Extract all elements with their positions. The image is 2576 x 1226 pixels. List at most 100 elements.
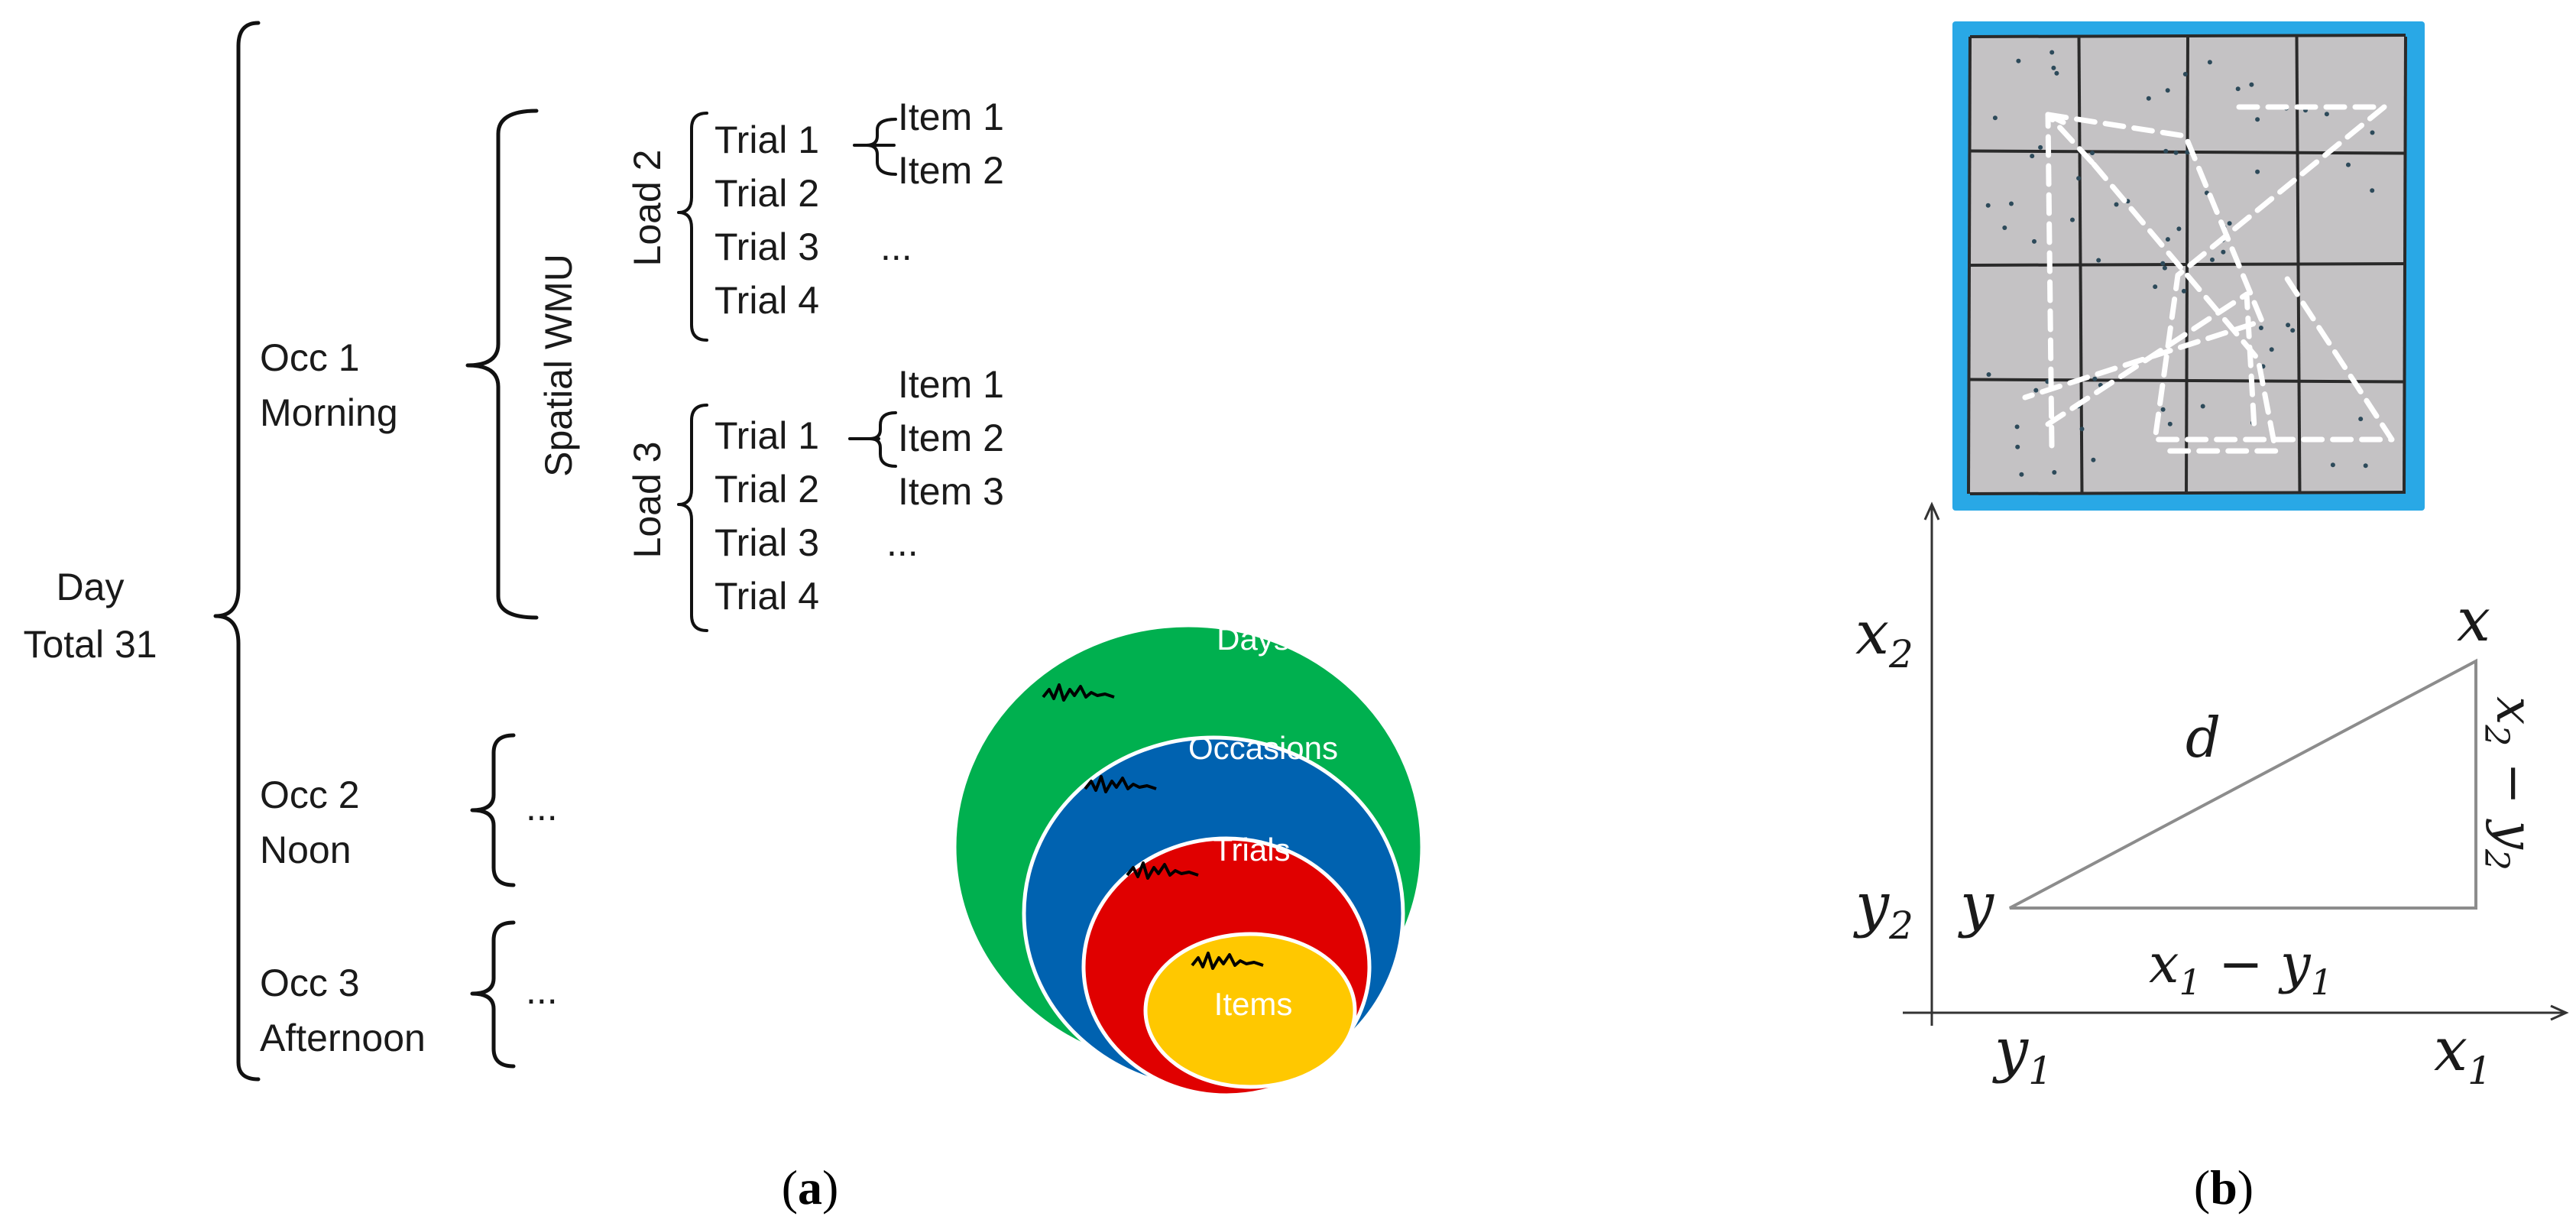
grid-dot [2054,70,2059,76]
grid-dot [2227,221,2232,226]
load3-ellipsis: ... [886,521,919,564]
occ2-label: Occ 2 [260,774,360,816]
grid-dot [2324,112,2329,117]
grid-dot [2235,86,2241,92]
grid-dot [2146,96,2151,101]
grid-dot [2033,388,2039,393]
load3-item2: Item 2 [898,417,1004,459]
grid-dot [2009,201,2014,206]
trials-label: Trials [1213,832,1290,868]
grid-dot [2038,144,2043,150]
dashed-path [2022,104,2395,454]
y1-axis-label: y1 [1992,1016,2053,1093]
load3-item1: Item 1 [898,363,1004,406]
load2-label: Load 2 [626,150,669,267]
load3-trial4: Trial 4 [714,575,819,618]
load3-trial2: Trial 2 [714,468,819,511]
grid-dot [2286,323,2291,328]
grid-dot [2363,463,2368,469]
occ1-brace [465,109,539,620]
grid-dot [2160,407,2166,412]
base-length-label: x1 − y1 [2149,932,2333,1003]
grid-dot [2330,462,2335,468]
grid-dot [2370,188,2375,193]
grid-dot [2162,265,2167,271]
occ3-brace [470,920,516,1069]
grid-dot [2255,169,2260,174]
grid-dot [2049,50,2055,55]
grid-dot [2255,117,2260,122]
caption-a: (a) [782,1160,839,1215]
grid-line [2295,36,2302,495]
load2-brace [677,112,708,342]
grid-line [1969,378,2406,384]
load3-trial1-items-brace [848,411,897,468]
load2-trial1: Trial 1 [714,118,819,161]
items-label: Items [1214,986,1293,1022]
grid-dot [2173,150,2179,155]
grid-dot [2165,237,2170,242]
task-label-spatial-wmu: Spatial WMU [537,254,580,477]
grid-line [1969,34,2406,38]
load2-trial4: Trial 4 [714,279,819,322]
grid-dot [2030,154,2035,159]
grid-dot [2092,376,2098,381]
grid-line [1969,491,2406,495]
grid-dot [2076,176,2082,181]
grid-dot [2014,424,2020,430]
load2-trial3: Trial 3 [714,225,819,268]
y2-axis-label: y2 [1853,871,1913,948]
point-x-label: x [2457,586,2490,655]
y-axis-arrow-icon [1923,501,1940,521]
grid-dot [2163,148,2169,154]
grid-dot [2210,257,2215,262]
grid-dot [2176,226,2182,232]
grid-line [1967,36,1972,495]
load2-trial2: Trial 2 [714,172,819,215]
hypotenuse-label: d [2186,705,2221,770]
items-ellipse [1143,932,1357,1089]
x2-axis-label: x2 [1855,599,1913,676]
grid-dot [2269,347,2274,352]
grid-line [2403,36,2407,495]
occ3-time: Afternoon [260,1017,426,1059]
grid-dot [2207,60,2212,65]
root-label-total: Total 31 [23,623,157,666]
x-axis-arrow-icon [2550,1004,2569,1021]
grid-dot [2016,58,2021,63]
grid-dot [2015,444,2020,449]
grid-dot [2185,150,2190,155]
load3-brace [677,404,708,632]
grid-dot [2002,225,2007,230]
grid-dot [2051,65,2056,70]
grid-dot [2181,288,2186,294]
load2-trial1-items-brace [853,118,897,176]
grid-dot [1992,115,1998,121]
load2-item2: Item 2 [898,149,1004,192]
distance-triangle [2009,658,2477,910]
grid-dot [2165,88,2170,93]
items-signal-icon [1191,952,1264,970]
grid-dot [2019,472,2024,477]
load2-item1: Item 1 [898,96,1004,138]
grid-dot [2032,238,2036,244]
grid-dot [2290,328,2296,333]
hierarchy-tree: Day Total 31 Occ 1 Morning Occ 2 Noon Oc… [23,21,1004,1082]
load3-trial3: Trial 3 [714,521,819,564]
side-length-label: x2 − y2 [2477,696,2544,871]
point-y-label: y [1958,871,1994,939]
grid-dot [2221,249,2226,255]
grid-dot [2114,202,2119,207]
grid-dot [2200,404,2205,409]
grid-dot [1985,203,1991,208]
grid-dot [2096,258,2101,263]
occ3-label: Occ 3 [260,962,360,1004]
caption-b: (b) [2194,1160,2254,1215]
occasions-label: Occasions [1188,730,1338,766]
day-brace [213,21,261,1082]
task-grid-image [1952,21,2425,511]
occ2-time: Noon [260,829,352,871]
nested-levels-diagram: Days Occasions Trials Items [952,621,1424,1098]
grid-dot [2358,417,2364,422]
days-label: Days [1217,621,1290,657]
